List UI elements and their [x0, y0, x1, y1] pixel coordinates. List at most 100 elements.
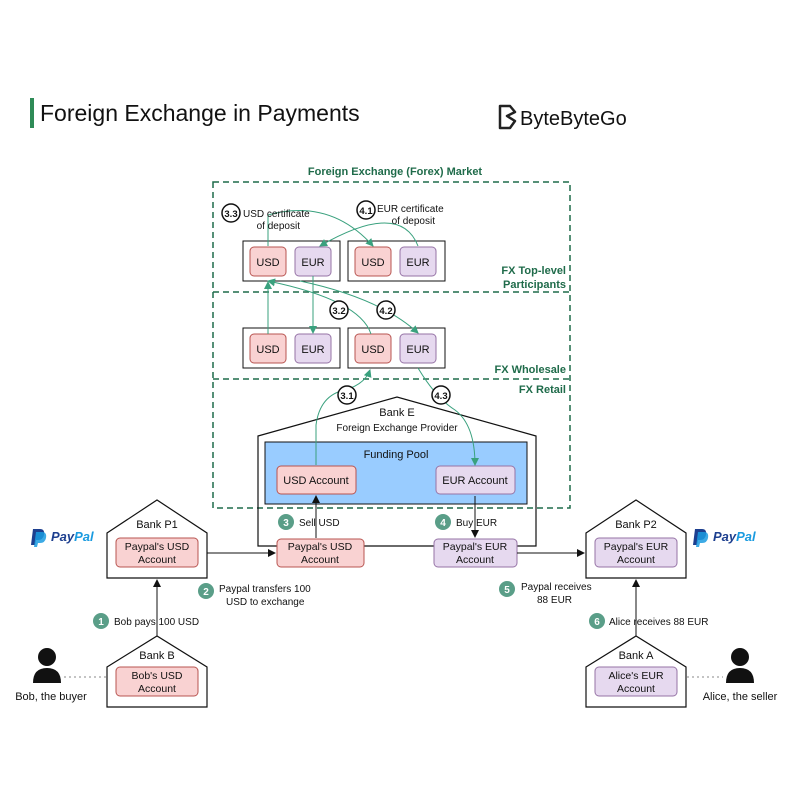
- fx-wholesale-participants: USD EUR USD EUR: [242, 327, 446, 369]
- bob-usd-account: [115, 666, 199, 697]
- funding-pool-label: Funding Pool: [364, 449, 429, 461]
- bank-p1-name: Bank P1: [136, 519, 178, 531]
- brand-name: ByteByteGo: [520, 108, 627, 130]
- bank-b-account-line1: Bob's USD: [131, 670, 182, 682]
- step-5-text-2: 88 EUR: [537, 595, 572, 606]
- step-4-2-marker: [376, 300, 396, 320]
- forex-step-markers: 3.3 USD certificate of deposit 4.1 EUR c…: [221, 200, 451, 405]
- fx-top-level-label-1: FX Top-level: [501, 265, 566, 277]
- bob-buyer: Bob, the buyer: [15, 648, 106, 703]
- step-3-text: Sell USD: [299, 518, 340, 529]
- step-3-3-num: 3.3: [224, 209, 237, 220]
- fx-retail-label: FX Retail: [519, 384, 566, 396]
- bank-a-account-line2: Account: [617, 683, 655, 695]
- fx-top-level-participants: USD EUR USD EUR: [242, 240, 446, 282]
- top-a-usd-label: USD: [256, 257, 279, 269]
- bank-b-name: Bank B: [139, 650, 174, 662]
- alice-eur-account: [594, 666, 678, 697]
- bank-p2-account-line1: Paypal's EUR: [604, 541, 669, 553]
- top-b-usd-label: USD: [361, 257, 384, 269]
- step-4-text: Buy EUR: [456, 518, 497, 529]
- arrow-4-1: [319, 222, 419, 247]
- bank-p2-name: Bank P2: [615, 519, 657, 531]
- bytebytego-logo-icon: [498, 104, 517, 130]
- wholesale-a-eur: [294, 333, 332, 364]
- step-1-text: Bob pays 100 USD: [114, 617, 199, 628]
- bank-p2-account-line2: Account: [617, 554, 655, 566]
- alice-person-icon-head: [731, 648, 749, 666]
- wholesale-a-eur-label: EUR: [301, 344, 324, 356]
- bank-p1: Bank P1 Paypal's USD Account: [106, 499, 208, 579]
- wholesale-b-eur-label: EUR: [406, 344, 429, 356]
- step-3-2-marker: [329, 300, 349, 320]
- exchange-paypal-usd-line1: Paypal's USD: [288, 541, 353, 553]
- arrow-4-3: [417, 367, 479, 466]
- bank-a: Bank A Alice's EUR Account: [585, 635, 687, 708]
- step-4-1-num: 4.1: [359, 206, 373, 217]
- bank-e-usd-account: [276, 465, 357, 495]
- top-a-eur-label: EUR: [301, 257, 324, 269]
- step-3-1-num: 3.1: [340, 391, 354, 402]
- step-4-2-num: 4.2: [379, 306, 392, 317]
- step-1-num: 1: [98, 617, 104, 628]
- bank-a-account-line1: Alice's EUR: [608, 670, 664, 682]
- wholesale-b-usd-label: USD: [361, 344, 384, 356]
- bank-p1-account-line1: Paypal's USD: [125, 541, 190, 553]
- exchange-paypal-eur-line1: Paypal's EUR: [443, 541, 508, 553]
- alice-label: Alice, the seller: [703, 691, 778, 703]
- step-5-marker: [499, 581, 515, 597]
- top-b-eur: [399, 246, 437, 277]
- paypal-wordmark-right: PayPal: [713, 529, 756, 544]
- title-accent-bar: [30, 98, 34, 128]
- exchange-paypal-usd-account: [276, 538, 365, 568]
- fx-top-level-label-2: Participants: [503, 279, 566, 291]
- bank-p1-account-line2: Account: [138, 554, 176, 566]
- step-4-1-text-2: of deposit: [392, 216, 436, 227]
- payment-flow-arrows: [153, 495, 640, 636]
- wholesale-a-usd-label: USD: [256, 344, 279, 356]
- arrow-3-3: [267, 210, 374, 247]
- step-3-marker: [278, 514, 294, 530]
- bank-b-building: [106, 635, 208, 708]
- bank-b: Bank B Bob's USD Account: [106, 635, 208, 708]
- step-4-3-num: 4.3: [434, 391, 447, 402]
- top-b-eur-label: EUR: [406, 257, 429, 269]
- step-4-num: 4: [440, 518, 446, 529]
- step-3-3-marker: [221, 203, 241, 223]
- step-5-text-1: Paypal receives: [521, 582, 592, 593]
- bob-person-icon-body: [33, 668, 61, 683]
- bank-a-name: Bank A: [619, 650, 655, 662]
- wholesale-b-usd: [354, 333, 392, 364]
- bank-e-name: Bank E: [379, 407, 414, 419]
- step-3-3-text-2: of deposit: [257, 221, 301, 232]
- bank-e-usd-account-label: USD Account: [283, 475, 348, 487]
- payment-step-markers: 1 Bob pays 100 USD 2 Paypal transfers 10…: [93, 514, 708, 629]
- page-title: Foreign Exchange in Payments: [40, 100, 360, 126]
- step-3-3-text-1: USD certificate: [243, 209, 310, 220]
- bank-e-subtitle: Foreign Exchange Provider: [336, 423, 458, 434]
- step-3-2-num: 3.2: [332, 306, 345, 317]
- step-4-1-text-1: EUR certificate: [377, 204, 444, 215]
- bank-e-eur-account-label: EUR Account: [442, 475, 507, 487]
- bank-e-eur-account: [435, 465, 516, 495]
- bank-b-account-line2: Account: [138, 683, 176, 695]
- step-3-1-marker: [337, 385, 357, 405]
- forex-flow-arrows: [264, 210, 479, 466]
- alice-seller: Alice, the seller: [687, 648, 778, 703]
- wholesale-b-eur: [399, 333, 437, 364]
- fx-wholesale-label: FX Wholesale: [494, 364, 566, 376]
- step-4-1-marker: [356, 200, 376, 220]
- bytebytego-logo: ByteByteGo: [498, 104, 627, 130]
- step-2-text-1: Paypal transfers 100: [219, 584, 311, 595]
- arrow-4-2: [299, 280, 419, 334]
- bob-person-icon-head: [38, 648, 56, 666]
- paypal-usd-account-p1: [115, 537, 199, 568]
- step-4-3-marker: [431, 385, 451, 405]
- bank-p2-building: [585, 499, 687, 579]
- step-3-num: 3: [283, 518, 289, 529]
- step-5-num: 5: [504, 585, 510, 596]
- paypal-eur-account-p2: [594, 537, 678, 568]
- top-b-usd: [354, 246, 392, 277]
- forex-market-region: Foreign Exchange (Forex) Market FX Top-l…: [212, 166, 571, 509]
